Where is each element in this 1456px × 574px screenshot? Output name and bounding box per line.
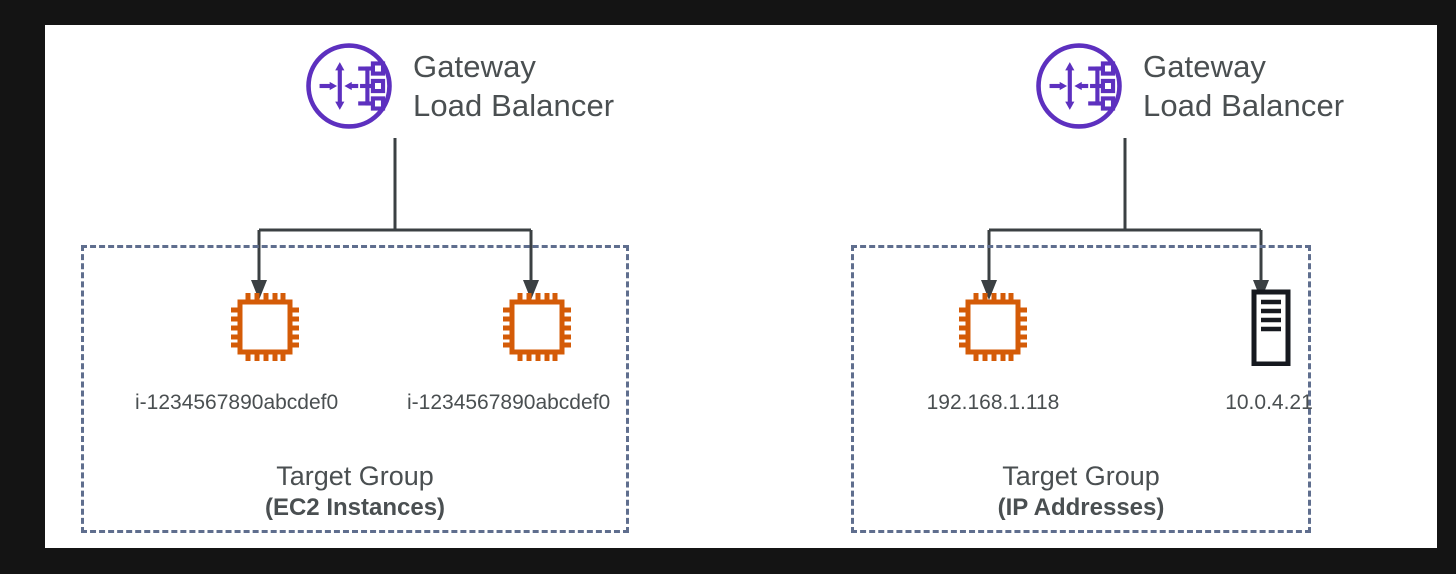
target-group-caption-line1: Target Group [276, 461, 434, 491]
gateway-load-balancer-label-ip: Gateway Load Balancer [1143, 47, 1344, 125]
ec2-instance-icon [498, 288, 576, 371]
target-group-caption-line1: Target Group [1002, 461, 1160, 491]
target-group-box-ec2: i-1234567890abcdef0 i-1234567890abcdef0 … [81, 245, 629, 533]
target-label: i-1234567890abcdef0 [407, 391, 611, 414]
target-group-caption-line2: (IP Addresses) [997, 493, 1165, 521]
glb-title-line1: Gateway [413, 48, 537, 84]
target-group-box-ip: 192.168.1.118 10.0.4.21 Target Group (IP… [851, 245, 1313, 533]
diagram-canvas: Gateway Load Balancer [45, 25, 1437, 548]
gateway-load-balancer-node-ec2: Gateway Load Balancer [303, 40, 614, 132]
target-group-caption-ip: Target Group (IP Addresses) [854, 460, 1308, 522]
ec2-instance-icon [954, 288, 1032, 371]
glb-title-line2: Load Balancer [413, 88, 615, 123]
gateway-load-balancer-icon [1033, 40, 1125, 132]
gateway-load-balancer-node-ip: Gateway Load Balancer [1033, 40, 1344, 132]
glb-title-line2: Load Balancer [1143, 88, 1345, 123]
target-label: 192.168.1.118 [926, 391, 1060, 414]
gateway-load-balancer-label-ec2: Gateway Load Balancer [413, 47, 614, 125]
target-label: 10.0.4.21 [1225, 391, 1313, 414]
gateway-load-balancer-icon [303, 40, 395, 132]
target-group-caption-ec2: Target Group (EC2 Instances) [84, 460, 626, 522]
glb-title-line1: Gateway [1143, 48, 1267, 84]
target-label: i-1234567890abcdef0 [135, 391, 339, 414]
server-icon [1230, 288, 1308, 371]
ec2-instance-icon [226, 288, 304, 371]
target-group-caption-line2: (EC2 Instances) [264, 493, 446, 521]
